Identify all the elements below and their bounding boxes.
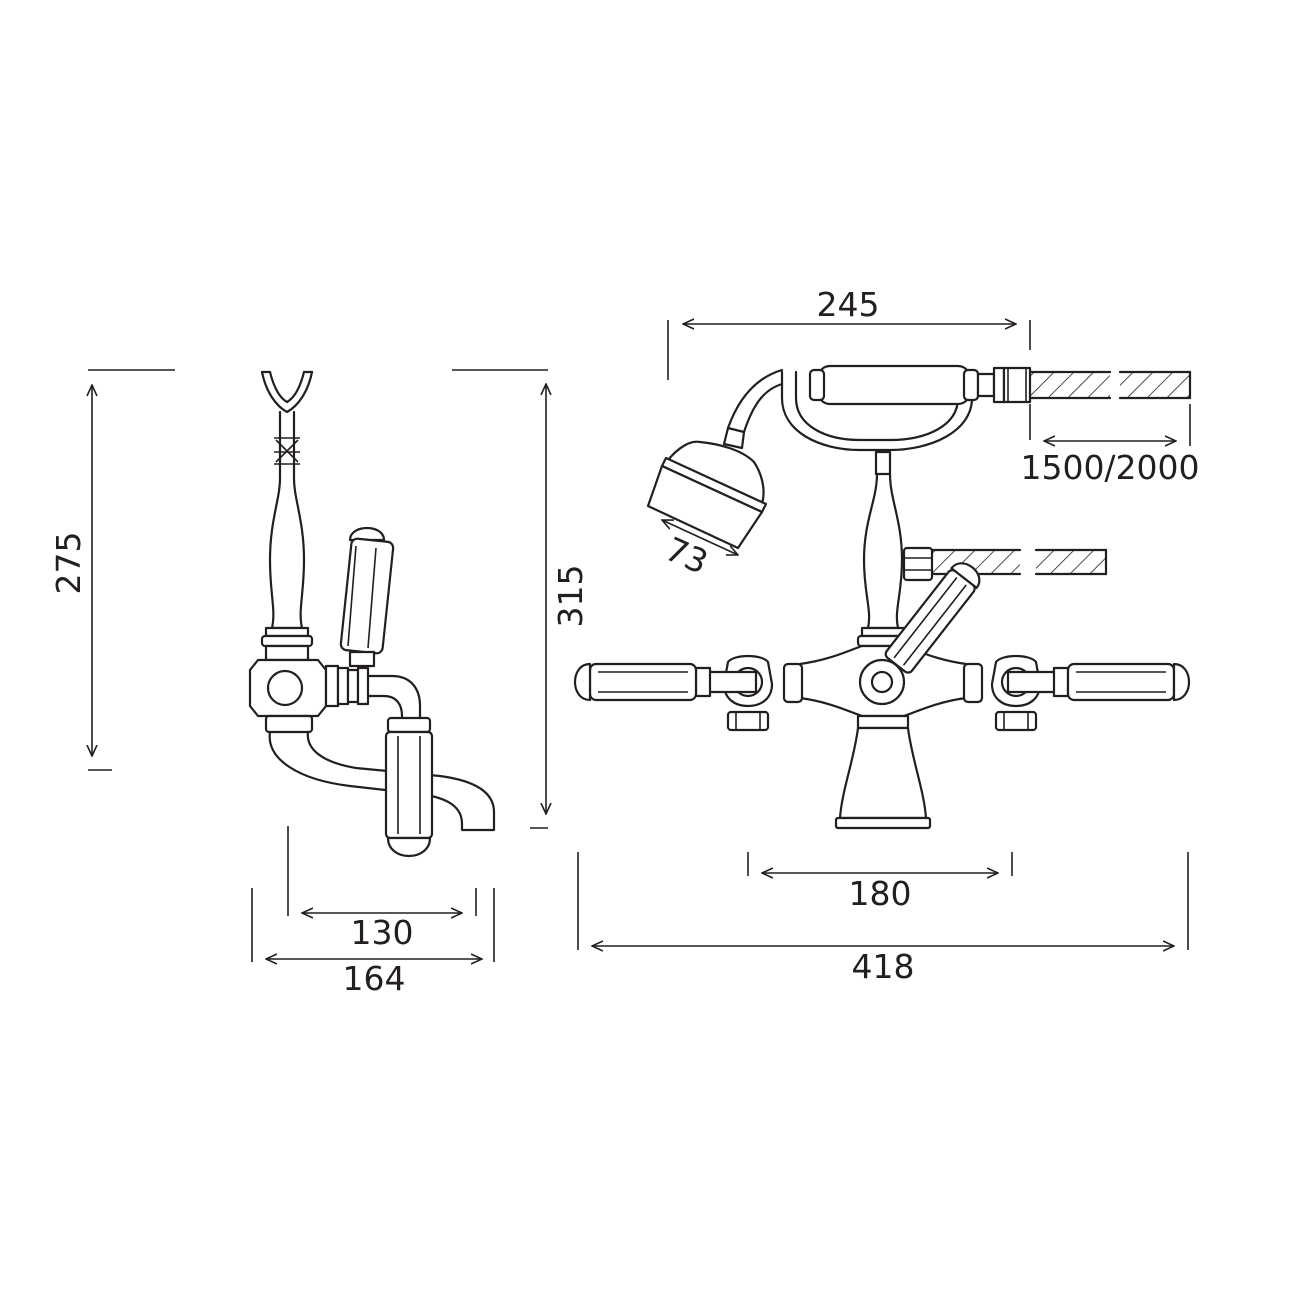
dim-front-height: 315	[452, 369, 590, 829]
dim-head-diameter-label: 73	[660, 529, 714, 582]
front-shower-outlet	[902, 546, 1108, 582]
front-column	[856, 450, 910, 648]
dim-side-depth-outer-label: 164	[343, 959, 406, 998]
front-view: 315 245	[452, 285, 1200, 986]
side-lever-handle	[339, 527, 395, 668]
dim-handset-length-label: 245	[817, 285, 880, 324]
front-right-valve	[990, 654, 1190, 732]
dim-centres-label: 180	[849, 874, 912, 913]
front-diverter-lever	[884, 562, 981, 674]
front-left-valve	[574, 654, 774, 732]
dim-front-height-label: 315	[551, 565, 590, 628]
dim-hose-length-label: 1500/2000	[1020, 448, 1199, 487]
side-diverter-handle	[384, 716, 434, 858]
front-shower-head: 73	[646, 426, 768, 582]
dim-side-depth: 130 164	[251, 826, 495, 998]
front-pedestal	[834, 714, 932, 830]
side-nut-stack	[324, 664, 370, 708]
front-body	[782, 644, 984, 718]
side-cradle	[260, 370, 314, 480]
dim-side-height: 275	[49, 369, 175, 771]
side-body	[248, 658, 328, 734]
dim-overall-width-label: 418	[852, 947, 915, 986]
front-handset	[726, 364, 1032, 452]
front-hose: 1500/2000	[1020, 370, 1200, 487]
dim-overall-width: 418	[577, 852, 1189, 986]
dim-handset-length: 245	[667, 285, 1031, 380]
dim-side-depth-inner-label: 130	[351, 913, 414, 952]
side-spout	[268, 674, 496, 832]
side-column	[260, 476, 314, 662]
side-view: 275	[49, 369, 496, 998]
dim-side-height-label: 275	[49, 532, 88, 595]
dim-centres: 180	[747, 852, 1013, 913]
